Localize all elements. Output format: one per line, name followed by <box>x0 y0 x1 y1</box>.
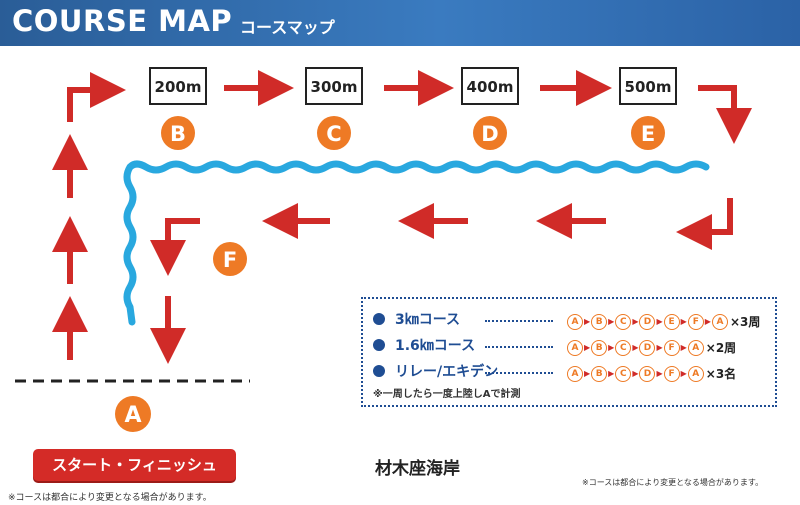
sequence-point: D <box>639 339 656 356</box>
distance-label: 300m <box>311 78 358 96</box>
sequence-arrow-icon: ▶ <box>608 369 615 378</box>
arrow-up-turn <box>67 72 126 122</box>
sequence-arrow-icon: ▶ <box>632 369 639 378</box>
sequence-arrow-icon: ▶ <box>680 317 687 326</box>
marker-letter: B <box>170 122 186 146</box>
sequence-suffix: ×3周 <box>729 315 761 329</box>
marker-d: D <box>473 116 507 150</box>
course-legend: 3㎞コース A▶B▶C▶D▶E▶F▶A×3周 1.6㎞コース A▶B▶C▶D▶F… <box>361 297 777 407</box>
sequence-arrow-icon: ▶ <box>608 343 615 352</box>
marker-b: B <box>161 116 195 150</box>
distance-label: 500m <box>625 78 672 96</box>
sequence-point: D <box>639 313 656 330</box>
sequence-point: D <box>639 365 656 382</box>
legend-row-label: 3㎞コース <box>395 312 461 328</box>
sequence-point: A <box>711 313 728 330</box>
marker-e: E <box>631 116 665 150</box>
sequence-arrow-icon: ▶ <box>584 369 591 378</box>
marker-letter: E <box>641 122 655 146</box>
bullet-icon <box>373 365 385 377</box>
sequence-arrow-icon: ▶ <box>608 317 615 326</box>
arrow-right-turn <box>698 85 752 144</box>
sequence-point: B <box>591 313 608 330</box>
distance-box-400: 400m <box>461 67 519 105</box>
sequence-point: F <box>663 339 680 356</box>
distance-box-200: 200m <box>149 67 207 105</box>
sequence-arrow-icon: ▶ <box>656 317 663 326</box>
shoreline-wave <box>123 160 710 326</box>
legend-row-1-6km: 1.6㎞コース A▶B▶C▶D▶F▶A×2周 <box>373 335 773 356</box>
sequence-arrow-icon: ▶ <box>584 317 591 326</box>
sequence-arrow-icon: ▶ <box>656 343 663 352</box>
sequence-suffix: ×3名 <box>705 367 737 381</box>
legend-sequence: A▶B▶C▶D▶F▶A×3名 <box>567 363 737 382</box>
legend-sequence: A▶B▶C▶D▶E▶F▶A×3周 <box>567 311 761 330</box>
distance-label: 200m <box>155 78 202 96</box>
distance-box-300: 300m <box>305 67 363 105</box>
sequence-arrow-icon: ▶ <box>680 343 687 352</box>
marker-letter: C <box>326 122 341 146</box>
legend-row-label: リレー/エキデン <box>395 364 499 380</box>
legend-sequence: A▶B▶C▶D▶F▶A×2周 <box>567 337 737 356</box>
place-name: 材木座海岸 <box>375 459 460 479</box>
header-bar: COURSE MAP コースマップ <box>0 0 800 46</box>
footnote-right: ※コースは都合により変更となる場合があります。 <box>582 478 764 487</box>
sequence-arrow-icon: ▶ <box>680 369 687 378</box>
distance-label: 400m <box>467 78 514 96</box>
legend-row-label: 1.6㎞コース <box>395 338 476 354</box>
leader-dots <box>485 372 553 374</box>
sequence-point: A <box>687 339 704 356</box>
sequence-point: B <box>591 339 608 356</box>
sequence-point: E <box>663 313 680 330</box>
bullet-icon <box>373 313 385 325</box>
sequence-arrow-icon: ▶ <box>584 343 591 352</box>
marker-letter: D <box>481 122 498 146</box>
legend-row-3km: 3㎞コース A▶B▶C▶D▶E▶F▶A×3周 <box>373 309 773 330</box>
legend-row-relay: リレー/エキデン A▶B▶C▶D▶F▶A×3名 <box>373 361 773 382</box>
sequence-point: F <box>663 365 680 382</box>
sequence-point: A <box>687 365 704 382</box>
marker-c: C <box>317 116 351 150</box>
marker-f: F <box>213 242 247 276</box>
leader-dots <box>485 346 553 348</box>
sequence-arrow-icon: ▶ <box>632 343 639 352</box>
sequence-point: A <box>567 313 583 330</box>
start-finish-banner: スタート・フィニッシュ <box>33 449 236 481</box>
sequence-arrow-icon: ▶ <box>704 317 711 326</box>
sequence-arrow-icon: ▶ <box>656 369 663 378</box>
sequence-suffix: ×2周 <box>705 341 737 355</box>
sequence-point: B <box>591 365 608 382</box>
sequence-point: A <box>567 339 583 356</box>
marker-letter: A <box>124 403 141 428</box>
footnote-left: ※コースは都合により変更となる場合があります。 <box>8 493 212 503</box>
sequence-point: C <box>615 313 632 330</box>
legend-note: ※一周したら一度上陸しAで計測 <box>373 389 521 400</box>
arrow-down-turn <box>676 198 733 250</box>
start-finish-label: スタート・フィニッシュ <box>52 456 217 474</box>
distance-box-500: 500m <box>619 67 677 105</box>
sequence-arrow-icon: ▶ <box>632 317 639 326</box>
page-subtitle: コースマップ <box>240 18 335 37</box>
arrow-left-turn <box>150 218 200 276</box>
marker-a: A <box>115 396 151 432</box>
sequence-point: C <box>615 365 632 382</box>
leader-dots <box>485 320 553 322</box>
sequence-point: F <box>687 313 704 330</box>
page-title: COURSE MAP <box>12 4 233 38</box>
sequence-point: C <box>615 339 632 356</box>
sequence-point: A <box>567 365 583 382</box>
bullet-icon <box>373 339 385 351</box>
marker-letter: F <box>223 248 237 272</box>
